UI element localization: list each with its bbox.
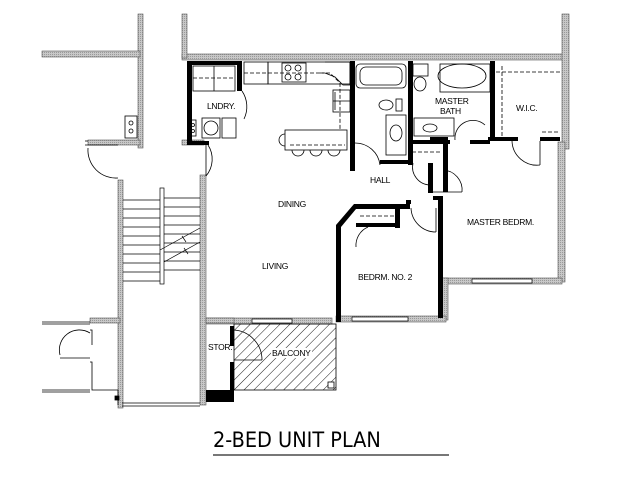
room-label-laundry: LNDRY. <box>207 101 236 111</box>
plan-title: 2-BED UNIT PLAN <box>213 428 381 452</box>
room-label-hall: HALL <box>370 175 391 185</box>
interior-walls <box>187 61 560 402</box>
hall-closets <box>355 151 463 248</box>
room-label-balcony: BALCONY <box>271 348 312 358</box>
laundry-fixtures <box>189 65 248 139</box>
stairs <box>123 187 201 285</box>
room-label-dining: DINING <box>278 199 306 209</box>
master-bath-fixtures <box>412 63 491 141</box>
wic-shelves <box>496 66 560 166</box>
windows <box>251 278 533 324</box>
room-label-wic: W.I.C. <box>516 103 538 113</box>
title-underline <box>213 454 449 456</box>
hall-bath-fixtures <box>354 63 407 166</box>
left-lower-walls <box>42 321 200 407</box>
room-label-bedroom-2: BEDRM. NO. 2 <box>358 272 413 282</box>
room-label-master-bedroom: MASTER BEDRM. <box>467 217 534 227</box>
kitchen-fixtures <box>243 61 351 157</box>
room-label-storage: STOR. <box>208 342 233 352</box>
room-label-master-bath-line2: BATH <box>440 106 461 116</box>
corridor-fixture <box>85 115 138 142</box>
room-label-living: LIVING <box>262 261 289 271</box>
room-label-master-bath-line1: MASTER <box>435 96 469 106</box>
